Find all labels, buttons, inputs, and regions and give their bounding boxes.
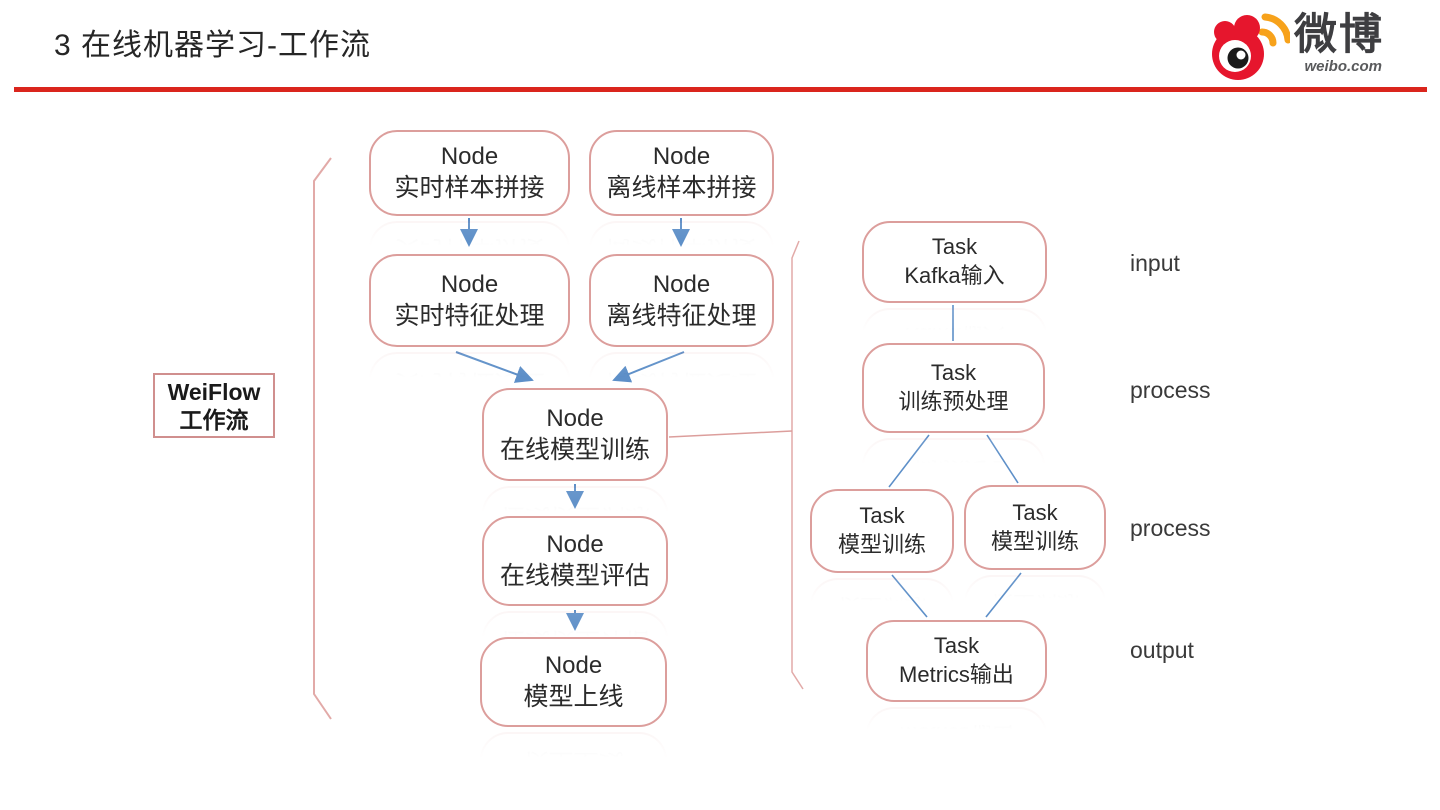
arrow-offline-feature-to-training bbox=[612, 351, 685, 383]
right-group-bracket bbox=[791, 240, 804, 690]
weiflow-label-line2: 工作流 bbox=[179, 406, 249, 433]
weiflow-label-line1: WeiFlow bbox=[167, 378, 261, 405]
weibo-logo: 微博 weibo.com bbox=[1198, 6, 1426, 82]
task-label: Kafka输入 bbox=[904, 263, 1005, 288]
node-label: 在线模型评估 bbox=[499, 562, 650, 590]
node-type-label: Node bbox=[652, 270, 711, 298]
node-realtime-sample-join: Node 实时样本拼接 bbox=[369, 130, 570, 216]
node-realtime-feature-processing: Node 实时特征处理 bbox=[369, 254, 570, 347]
task-type-label: Task bbox=[930, 360, 977, 385]
task-metrics-output: Task Metrics输出 bbox=[866, 620, 1047, 702]
task-type-label: Task bbox=[1012, 499, 1058, 525]
task-type-label: Task bbox=[931, 234, 978, 259]
page-title: 3 在线机器学习-工作流 bbox=[54, 29, 372, 62]
node-type-label: Node bbox=[440, 270, 499, 298]
node-type-label: Node bbox=[546, 531, 604, 558]
link-preprocess-to-training1 bbox=[888, 434, 930, 488]
node-offline-feature-processing: Node 离线特征处理 bbox=[589, 254, 774, 347]
weiflow-group-label: WeiFlow 工作流 bbox=[153, 373, 275, 438]
task-label: 训练预处理 bbox=[898, 389, 1009, 414]
red-divider-line bbox=[14, 87, 1427, 92]
node-label: 在线模型训练 bbox=[499, 435, 650, 464]
task-label: Metrics输出 bbox=[899, 662, 1014, 687]
weibo-eye-icon bbox=[1212, 13, 1290, 80]
node-online-model-training: Node 在线模型训练 bbox=[482, 388, 668, 481]
node-type-label: Node bbox=[652, 143, 711, 170]
node-model-deploy: Node 模型上线 bbox=[480, 637, 667, 727]
node-online-model-eval: Node 在线模型评估 bbox=[482, 516, 668, 606]
node-type-label: Node bbox=[544, 652, 603, 679]
task-model-training-1: Task 模型训练 bbox=[810, 489, 954, 573]
left-group-bracket bbox=[313, 157, 332, 720]
weibo-signal-icon bbox=[1258, 13, 1290, 47]
task-label: 模型训练 bbox=[990, 528, 1079, 554]
stage-label-input: input bbox=[1130, 250, 1180, 276]
link-training2-to-metrics bbox=[985, 572, 1022, 618]
node-type-label: Node bbox=[546, 404, 604, 432]
node-label: 实时特征处理 bbox=[394, 301, 545, 330]
task-type-label: Task bbox=[933, 633, 980, 658]
node-label: 离线样本拼接 bbox=[606, 174, 757, 202]
node-label: 实时样本拼接 bbox=[394, 174, 545, 202]
weibo-domain-text: weibo.com bbox=[1304, 58, 1382, 75]
stage-label-output: output bbox=[1130, 637, 1194, 663]
task-train-preprocess: Task 训练预处理 bbox=[862, 343, 1045, 433]
stage-label-process-2: process bbox=[1130, 515, 1211, 541]
link-preprocess-to-training2 bbox=[986, 434, 1019, 484]
stage-label-process-1: process bbox=[1130, 377, 1211, 403]
task-type-label: Task bbox=[859, 503, 905, 528]
node-label: 离线特征处理 bbox=[606, 301, 757, 330]
weibo-brand-text: 微博 bbox=[1294, 11, 1384, 59]
expand-connector-line bbox=[668, 430, 793, 438]
node-type-label: Node bbox=[440, 143, 499, 170]
task-label: 模型训练 bbox=[837, 532, 926, 557]
node-offline-sample-join: Node 离线样本拼接 bbox=[589, 130, 774, 216]
link-training1-to-metrics bbox=[891, 574, 928, 618]
arrow-realtime-feature-to-training bbox=[455, 351, 534, 383]
node-label: 模型上线 bbox=[523, 683, 624, 711]
task-kafka-input: Task Kafka输入 bbox=[862, 221, 1047, 303]
task-model-training-2: Task 模型训练 bbox=[964, 485, 1106, 570]
